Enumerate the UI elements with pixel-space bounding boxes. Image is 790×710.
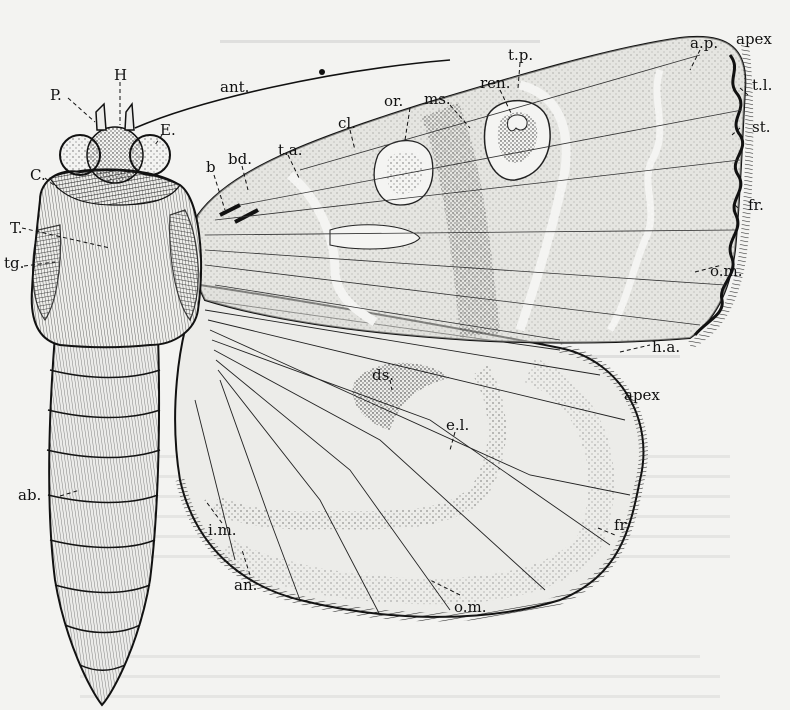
label-C: C. — [30, 166, 46, 184]
eye-left — [60, 135, 100, 175]
label-tl: t.l. — [752, 76, 772, 94]
label-im: i.m. — [208, 521, 237, 539]
fore-wing — [192, 37, 749, 345]
label-cl: cl. — [338, 114, 356, 132]
label-ren: ren. — [480, 74, 510, 92]
label-apex-fore: apex — [736, 30, 772, 48]
label-fr-hind: fr. — [614, 516, 630, 534]
label-ms: ms. — [424, 90, 451, 108]
label-an: an. — [234, 576, 257, 594]
fore-wing-orbicular-spot — [374, 141, 433, 205]
label-ha: h.a. — [652, 338, 680, 356]
label-ap: a.p. — [690, 34, 718, 52]
label-st: st. — [752, 118, 771, 136]
label-ds: ds. — [372, 366, 394, 384]
label-ta: t.a. — [278, 141, 303, 159]
label-el: e.l. — [446, 416, 469, 434]
ink-dot — [319, 69, 325, 75]
palpus-left — [96, 104, 106, 130]
label-om-hind: o.m. — [454, 598, 487, 616]
label-P: P. — [50, 86, 62, 104]
label-H: H — [114, 66, 127, 84]
label-b: b — [206, 158, 216, 176]
label-tg: tg. — [4, 254, 24, 272]
abdomen-hair — [49, 335, 159, 705]
label-bd: bd. — [228, 150, 252, 168]
label-fr-fore: fr. — [748, 196, 764, 214]
label-ab: ab. — [18, 486, 41, 504]
eye-right — [130, 135, 170, 175]
label-T: T. — [10, 219, 23, 237]
label-tp: t.p. — [508, 46, 533, 64]
label-apex-hind: apex — [624, 386, 660, 404]
label-or: or. — [384, 92, 403, 110]
palpus-right — [125, 104, 134, 130]
label-om-fore: o.m. — [710, 262, 743, 280]
label-E: E. — [160, 121, 176, 139]
label-ant: ant. — [220, 78, 249, 96]
